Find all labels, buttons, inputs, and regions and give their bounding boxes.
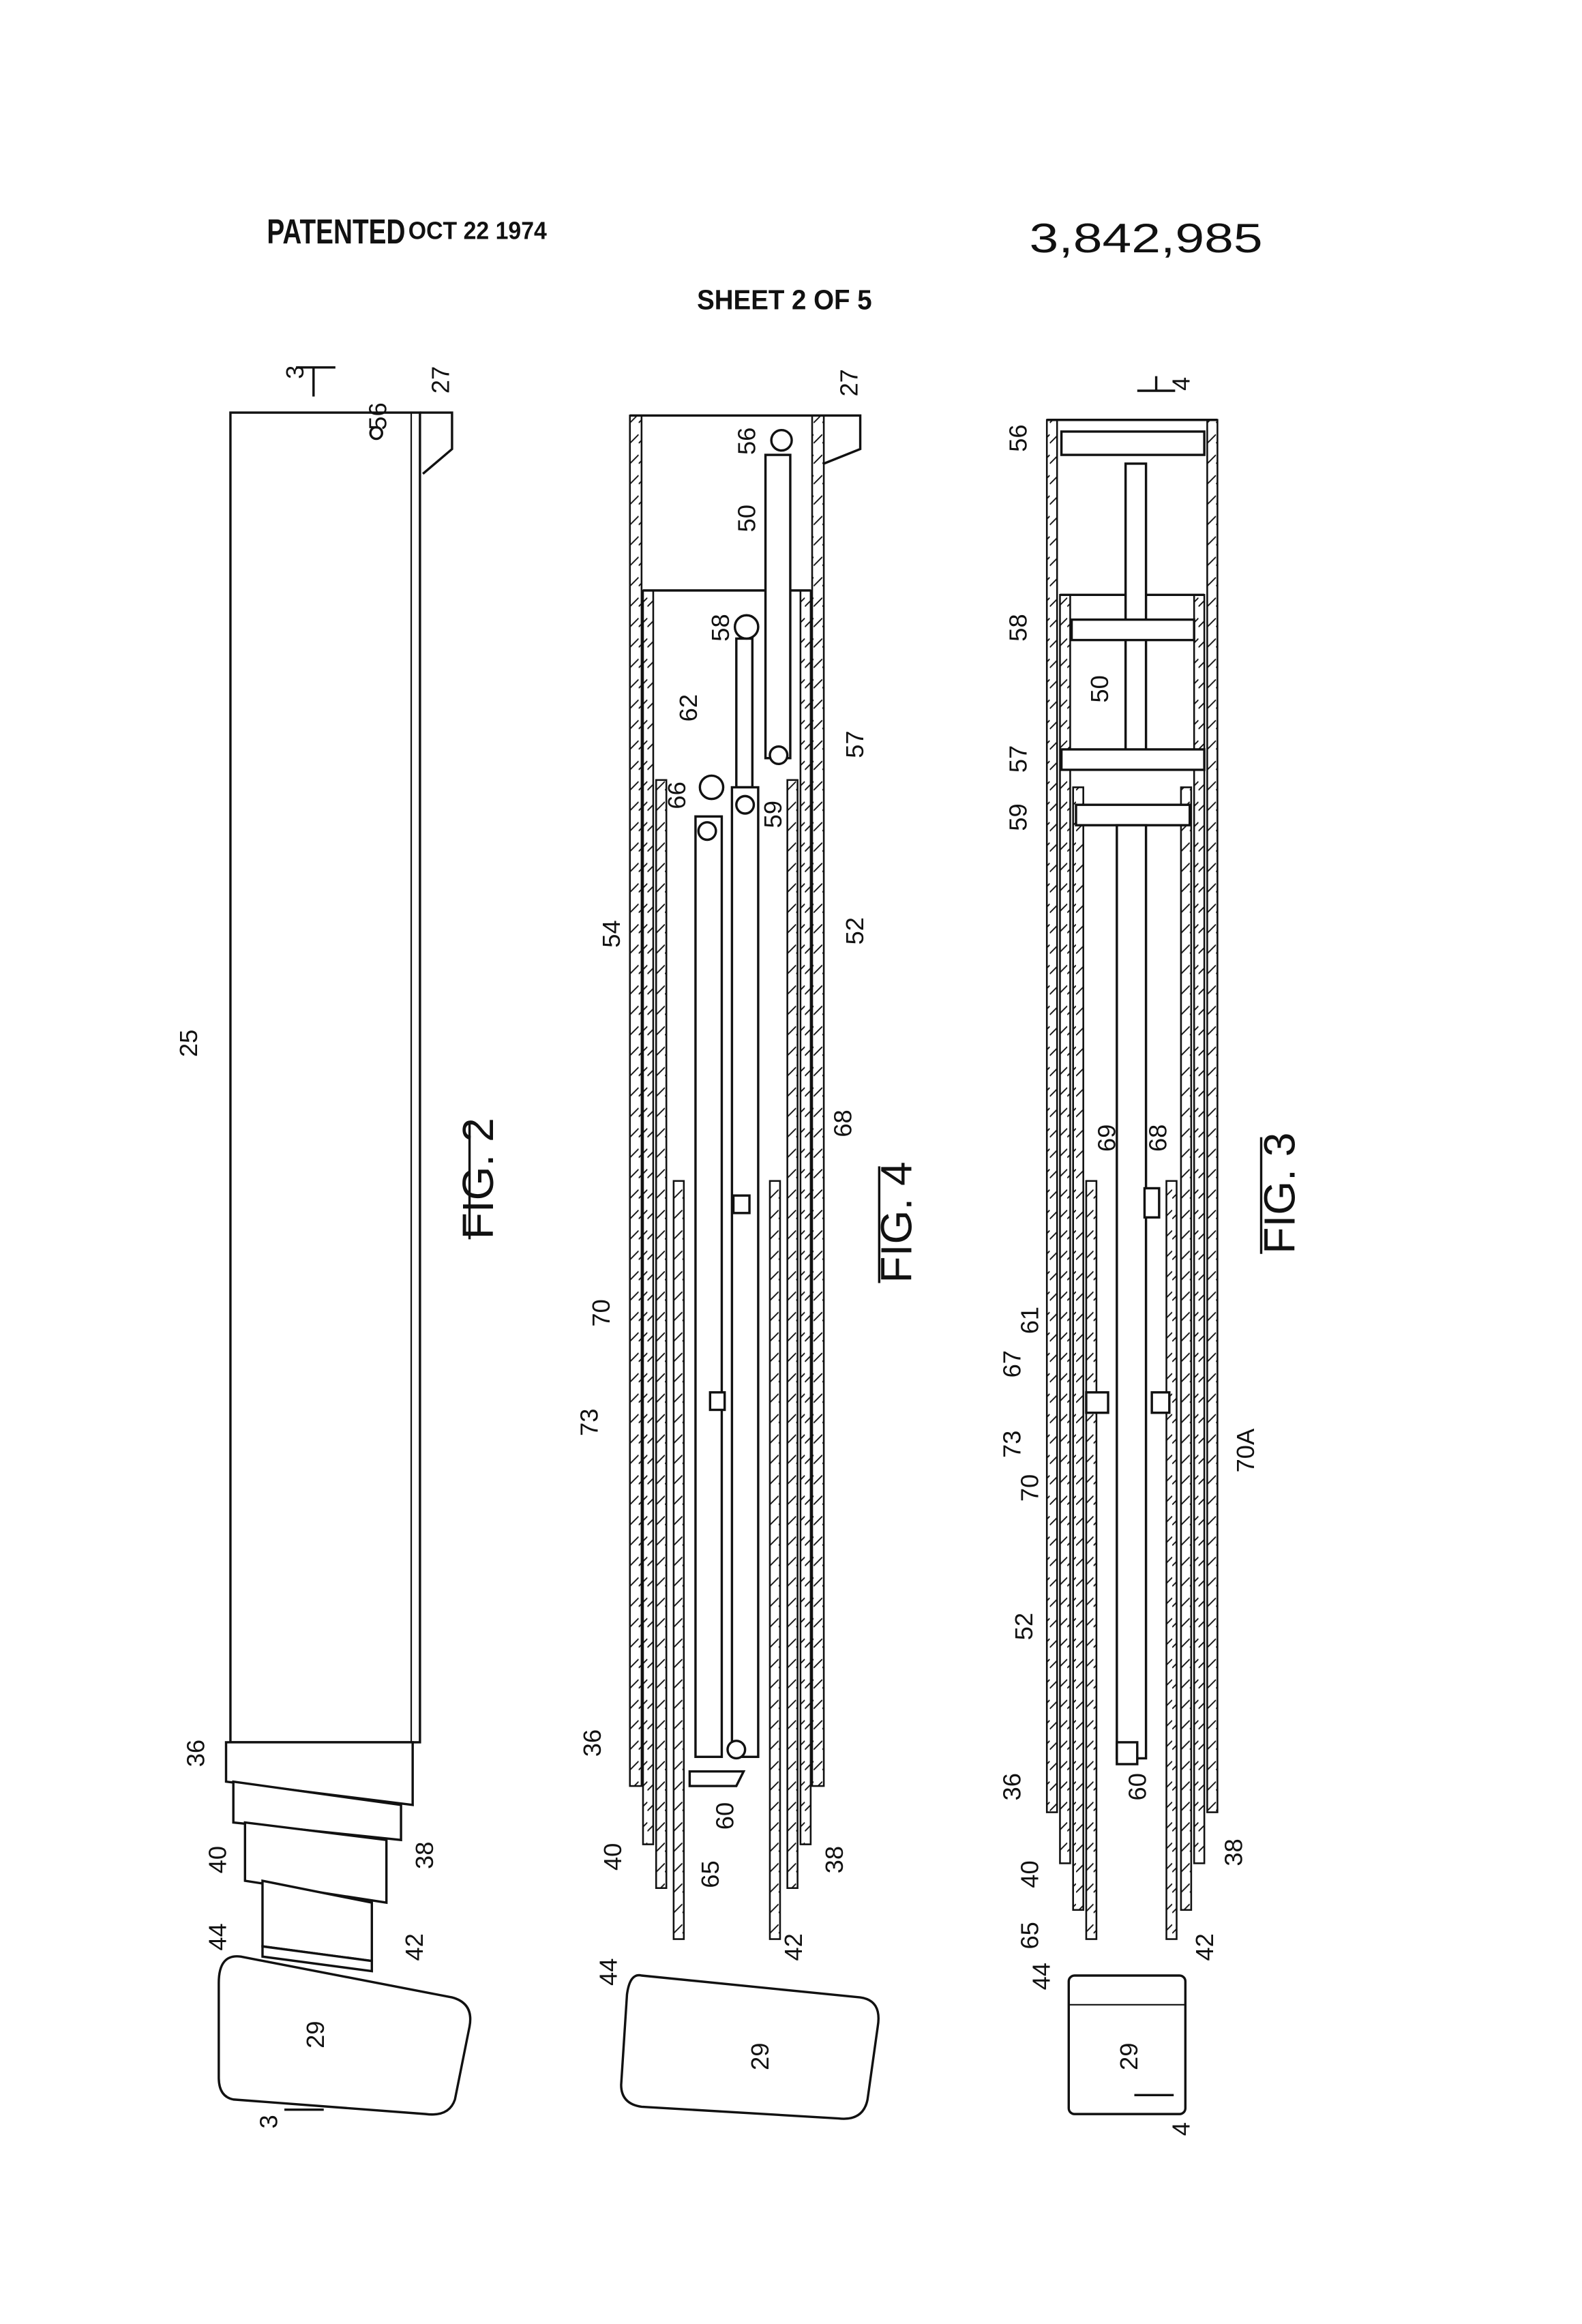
ref-label: 70A — [1232, 1428, 1259, 1472]
ref-label: 58 — [1004, 614, 1032, 641]
pivot-57 — [770, 747, 788, 764]
ref-label: 29 — [1115, 2043, 1143, 2070]
pivot-59 — [736, 796, 754, 814]
cylinder-52 — [732, 788, 758, 1757]
ref-label: 50 — [1086, 675, 1114, 702]
ref-label: 52 — [841, 917, 869, 944]
pivot-62 — [700, 775, 723, 799]
cylinder-52 — [1117, 825, 1146, 1758]
head-29 — [219, 1956, 471, 2115]
cylinder-50 — [1126, 464, 1146, 756]
ref-label: 57 — [1004, 745, 1032, 773]
ref-label: 73 — [576, 1409, 603, 1436]
ref-label: 4 — [1167, 377, 1195, 391]
ref-label: 59 — [759, 801, 787, 828]
ref-label: 27 — [835, 369, 863, 396]
housing-tube-25 — [230, 413, 420, 1742]
ref-label: 70 — [1015, 1474, 1043, 1502]
pivot-66 — [698, 822, 716, 840]
ref-label: 68 — [1144, 1124, 1172, 1152]
pivot-60 — [728, 1741, 745, 1759]
ref-label: 52 — [1010, 1613, 1038, 1640]
ref-label: 42 — [400, 1933, 428, 1961]
ref-label: 29 — [746, 2043, 774, 2070]
ref-label: 70 — [587, 1299, 615, 1326]
cylinder-54 — [696, 816, 721, 1757]
figure-2: FIG. 2 3 56 27 25 36 40 38 44 42 29 3 — [175, 366, 503, 2129]
ref-label: 60 — [711, 1802, 739, 1830]
ref-label: 57 — [841, 730, 869, 758]
ref-label: 62 — [674, 694, 702, 721]
pivot-56 — [771, 430, 792, 451]
fig-3-title: FIG. 3 — [1255, 1133, 1304, 1254]
cylinder-50 — [766, 455, 790, 758]
ref-label: 68 — [829, 1109, 857, 1137]
ref-label: 36 — [181, 1740, 209, 1767]
pin-56 — [1062, 432, 1205, 455]
stop-70 — [1086, 1392, 1108, 1413]
patent-date: OCT 22 1974 — [408, 217, 548, 245]
ref-label: 59 — [1004, 803, 1032, 831]
ref-label: 36 — [998, 1773, 1026, 1800]
ref-label: 38 — [411, 1842, 438, 1869]
ref-label: 42 — [1191, 1933, 1219, 1961]
figure-3: FIG. 3 4 56 58 50 57 59 69 68 61 67 73 7… — [998, 376, 1304, 2136]
pin-57 — [1062, 749, 1205, 770]
header: PATENTED OCT 22 1974 3,842,985 SHEET 2 O… — [267, 212, 1262, 315]
ref-label: 3 — [254, 2115, 282, 2128]
pivot-58 — [735, 615, 758, 638]
fig-2-title: FIG. 2 — [453, 1118, 503, 1239]
ref-label: 67 — [998, 1350, 1026, 1377]
ref-label: 66 — [663, 781, 691, 809]
ref-label: 29 — [301, 2021, 329, 2048]
ref-label: 42 — [779, 1933, 807, 1961]
pin-59 — [1076, 805, 1190, 825]
ref-label: 38 — [1220, 1838, 1248, 1866]
ref-label: 65 — [1015, 1922, 1043, 1949]
ref-label: 61 — [1015, 1307, 1043, 1334]
figure-4: FIG. 4 27 56 50 58 57 62 66 59 52 54 68 … — [576, 369, 921, 2119]
sheet-number: SHEET 2 OF 5 — [697, 284, 872, 315]
bracket-27 — [420, 413, 452, 474]
ref-label: 4 — [1167, 2122, 1195, 2136]
ref-label: 58 — [706, 614, 734, 641]
patent-number: 3,842,985 — [1030, 215, 1263, 261]
ref-label: 50 — [733, 505, 761, 532]
ref-label: 56 — [364, 402, 392, 430]
stop-70 — [710, 1392, 724, 1410]
ref-label: 73 — [998, 1431, 1026, 1458]
ref-label: 60 — [1124, 1773, 1152, 1800]
ref-label: 44 — [204, 1923, 232, 1950]
ref-label: 54 — [597, 920, 625, 947]
stop-68 — [734, 1195, 750, 1213]
ref-label: 56 — [733, 428, 761, 455]
ref-label: 56 — [1004, 424, 1032, 451]
ref-label: 44 — [595, 1958, 623, 1986]
ref-label: 25 — [175, 1030, 203, 1057]
ref-label: 38 — [820, 1846, 848, 1873]
ref-label: 40 — [599, 1843, 627, 1871]
bracket-27 — [824, 415, 860, 464]
stop-68 — [1144, 1188, 1159, 1217]
rod-58 — [736, 638, 753, 787]
patented-stamp: PATENTED — [267, 212, 405, 251]
ref-label: 27 — [427, 366, 455, 393]
ref-label: 44 — [1027, 1963, 1055, 1990]
ref-label: 65 — [696, 1860, 724, 1888]
pin-58 — [1072, 620, 1195, 640]
fig-4-title: FIG. 4 — [871, 1161, 921, 1283]
ref-label: 3 — [281, 366, 309, 379]
ref-label: 40 — [1015, 1860, 1043, 1888]
ref-label: 36 — [578, 1729, 606, 1757]
ref-label: 69 — [1093, 1124, 1121, 1152]
stop-70a — [1152, 1392, 1169, 1413]
ref-label: 40 — [204, 1846, 232, 1873]
